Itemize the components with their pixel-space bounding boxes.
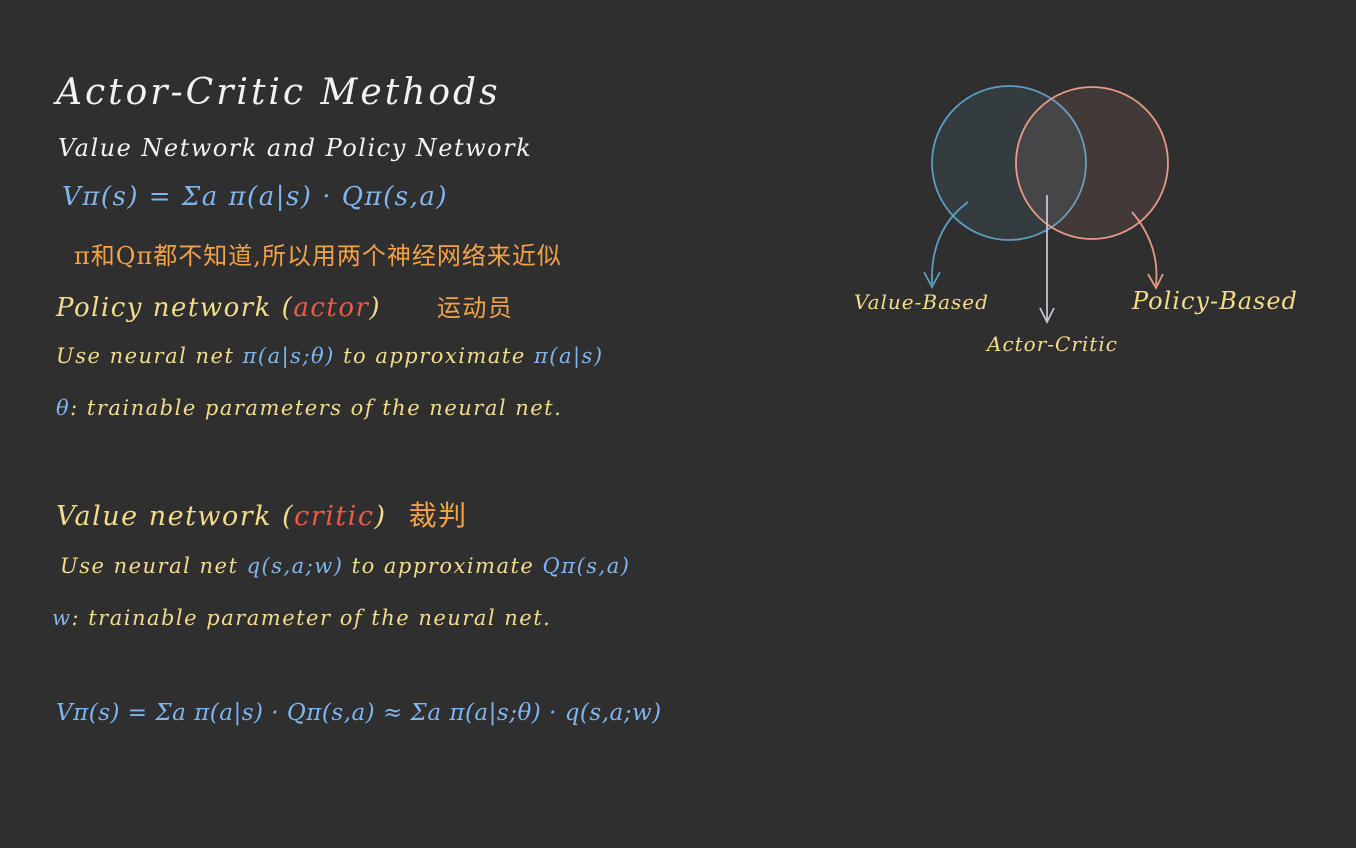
policy-based-arrowhead	[1147, 273, 1164, 290]
theta-text: : trainable parameters of the neural net…	[70, 396, 563, 420]
policy-target-math: π(a|s)	[533, 344, 604, 368]
w-description: w: trainable parameter of the neural net…	[52, 606, 551, 630]
policy-net-math: π(a|s;θ)	[242, 344, 335, 368]
value-use-text-2: to approximate	[351, 554, 535, 578]
policy-network-heading: Policy network (actor) 运动员	[56, 288, 513, 323]
w-symbol: w	[52, 606, 72, 630]
value-based-arrowhead	[923, 271, 941, 289]
policy-use-text-2: to approximate	[343, 344, 526, 368]
page-title: Actor-Critic Methods	[56, 72, 501, 113]
theta-description: θ: trainable parameters of the neural ne…	[56, 396, 562, 420]
critic-label: critic	[294, 501, 375, 532]
w-text: : trainable parameter of the neural net.	[71, 606, 552, 630]
policy-network-description: Use neural net π(a|s;θ) to approximate π…	[56, 344, 604, 368]
policy-use-text: Use neural net	[56, 344, 235, 368]
policy-based-label: Policy-Based	[1132, 287, 1298, 315]
value-network-heading: Value network (critic) 裁判	[56, 494, 468, 534]
approximation-equation: Vπ(s) = Σa π(a|s) · Qπ(s,a) ≈ Σa π(a|s;θ…	[56, 700, 662, 726]
actor-critic-label: Actor-Critic	[987, 332, 1118, 356]
value-target-math: Qπ(s,a)	[542, 554, 631, 578]
policy-head-text: Policy network (	[56, 293, 294, 323]
theta-symbol: θ	[56, 396, 71, 420]
actor-critic-arrowhead	[1039, 307, 1055, 325]
policy-close-paren: )	[369, 293, 382, 323]
section-subtitle: Value Network and Policy Network	[58, 134, 533, 162]
policy-chinese-label: 运动员	[436, 294, 514, 322]
value-use-text: Use neural net	[60, 554, 239, 578]
chinese-note: π和Qπ都不知道,所以用两个神经网络来近似	[74, 242, 562, 270]
value-network-description: Use neural net q(s,a;w) to approximate Q…	[60, 554, 630, 578]
value-net-math: q(s,a;w)	[246, 554, 344, 578]
value-chinese-label: 裁判	[408, 499, 468, 532]
actor-label: actor	[293, 293, 370, 323]
value-close-paren: )	[374, 501, 387, 532]
state-value-equation: Vπ(s) = Σa π(a|s) · Qπ(s,a)	[62, 182, 449, 212]
value-based-label: Value-Based	[854, 290, 989, 314]
value-based-arrow	[931, 201, 969, 285]
value-head-text: Value network (	[56, 501, 295, 532]
policy-based-arrow	[1131, 211, 1158, 286]
policy-based-circle	[1015, 86, 1169, 240]
